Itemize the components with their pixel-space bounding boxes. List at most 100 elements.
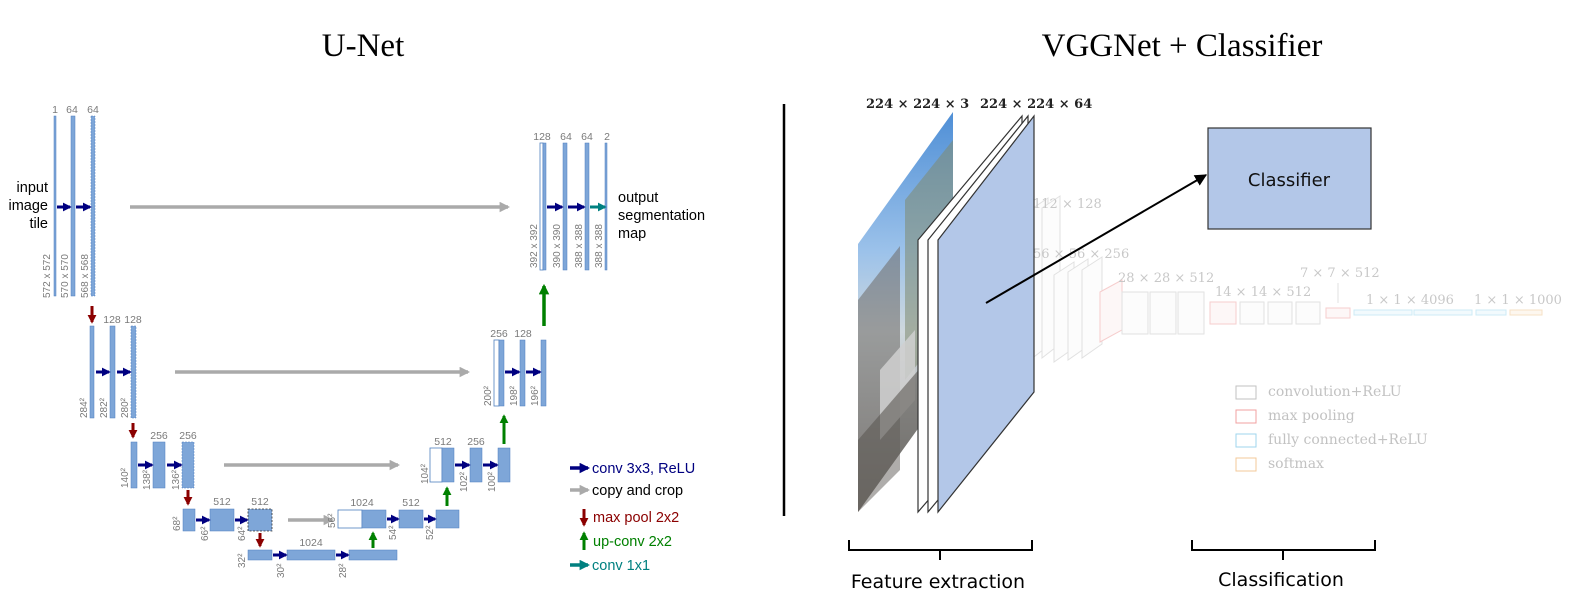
unet-output-label-2: segmentation [618,208,705,224]
legend-copy-label: copy and crop [592,483,683,499]
unet-l5-map-0 [247,549,273,561]
vgg-dim-conv5: 14 × 14 × 512 [1215,285,1311,300]
vgg-dim-fc2: 1 × 1 × 1000 [1474,293,1562,308]
unet-u2-up-map [498,339,505,407]
unet-l4-map-0 [182,508,196,532]
unet-l2-size-2: 282² [99,397,110,418]
unet-l2-map-0 [89,325,95,419]
vgg-legend-conv-swatch [1235,385,1257,400]
unet-u1-copy-map [539,142,544,271]
vgg-legend-fc-label: fully connected+ReLU [1268,432,1428,448]
unet-l1-size-1: 572 x 572 [42,254,53,298]
classification-bracket [1191,540,1376,560]
unet-l2-map-b [130,325,137,419]
unet-l4-size-1: 68² [172,516,183,531]
vgg-legend-conv-label: convolution+ReLU [1268,384,1402,400]
unet-l4-map-a [209,508,235,532]
vgg-dim-conv2: 112 × 128 [1033,197,1102,212]
unet-input-label-2: image [9,198,49,214]
unet-diagram: 1 64 64 572 x 572 570 x 570 568 x 568 in… [9,104,706,578]
conv1-feature-maps [917,114,1035,514]
unet-u4-size-1: 56² [327,513,338,528]
unet-l3-map-b [181,441,195,489]
classifier-box [1207,127,1372,230]
unet-u1-ch-1: 128 [533,131,551,143]
unet-l3-ch-1: 256 [150,430,168,442]
unet-u3-up-map [441,447,455,483]
unet-l1-size-2: 570 x 570 [60,254,71,298]
unet-l3-map-a [152,441,166,489]
unet-l4-ch-1: 512 [213,496,231,508]
unet-u4-size-3: 52² [425,525,436,540]
unet-u3-map-a [469,447,483,483]
vgg-legend: convolution+ReLU max pooling fully conne… [1235,384,1428,472]
unet-input-label-1: input [17,180,48,196]
unet-l3-map-0 [130,441,138,489]
unet-u3-copy-map [429,447,443,483]
vgg-legend-fc-swatch [1235,433,1257,448]
unet-l4-map-b [247,508,273,532]
unet-u1-up-map [542,142,547,271]
unet-u3-map-b [497,447,511,483]
unet-u2-size-2: 198² [509,385,520,406]
feature-to-classifier-arrow-icon [985,174,1208,304]
unet-u2-map-a [519,339,526,407]
unet-l5-size-1: 32² [237,553,248,568]
unet-u1-map-b [584,142,590,271]
unet-title: U-Net [322,28,404,64]
unet-u4-copy-map [337,509,363,529]
vgg-diagram: 112 × 128 56 × 56 × 256 28 × 28 × 512 14… [848,97,1562,593]
unet-l2-size-3: 280² [120,397,131,418]
unet-u2-ch-2: 128 [514,328,532,340]
classifier-label: Classifier [1248,170,1331,191]
unet-l2-map-a [109,325,116,419]
unet-u2-size-1: 200² [483,385,494,406]
unet-l1-size-3: 568 x 568 [80,254,91,298]
unet-input-label-3: tile [29,216,48,232]
unet-u3-ch-1: 512 [434,436,452,448]
unet-l5-map-a [286,549,336,561]
unet-u2-map-b [540,339,547,407]
unet-l1-ch-3: 64 [87,104,99,116]
unet-u3-size-3: 100² [487,471,498,492]
unet-u2-copy-map [493,339,500,407]
vgg-dim-conv4: 28 × 28 × 512 [1118,271,1214,286]
unet-u4-size-2: 54² [388,525,399,540]
unet-u1-ch-4: 2 [604,131,610,143]
vgg-title: VGGNet + Classifier [1042,28,1323,64]
vgg-legend-pool-swatch [1235,409,1257,424]
unet-u4-map-b [435,509,460,529]
unet-l5-size-3: 28² [338,563,349,578]
unet-legend: conv 3x3, ReLU copy and crop max pool 2x… [570,461,695,574]
unet-u4-ch-1: 1024 [350,497,374,509]
unet-l3-size-2: 138² [142,469,153,490]
classification-label: Classification [1218,569,1344,591]
unet-u1-ch-2: 64 [560,131,572,143]
legend-conv1x1-label: conv 1x1 [592,558,650,574]
legend-maxpool-label: max pool 2x2 [593,510,679,526]
unet-l1-ch-1: 1 [52,104,58,116]
unet-l4-ch-2: 512 [251,496,269,508]
unet-l4-size-2: 66² [200,526,211,541]
unet-u4-ch-2: 512 [402,497,420,509]
unet-u3-size-1: 104² [420,463,431,484]
vgg-dim-input: 224 × 224 × 3 [866,97,969,112]
vgg-dim-pool5: 7 × 7 × 512 [1300,266,1380,281]
unet-u1-ch-3: 64 [581,131,593,143]
unet-u1-size-1: 392 x 392 [529,224,540,268]
unet-u3-ch-2: 256 [467,436,485,448]
feature-extraction-bracket [848,540,1033,560]
unet-l1-map-a [70,115,76,297]
unet-output-label-1: output [618,190,658,206]
unet-l5-ch-1: 1024 [299,537,323,549]
unet-l1-ch-2: 64 [66,104,78,116]
unet-u1-size-4: 388 x 388 [594,224,605,268]
unet-output-label-3: map [618,226,646,242]
feature-extraction-label: Feature extraction [851,571,1025,593]
unet-u4-up-map [361,509,387,529]
unet-l2-ch-2: 128 [124,314,142,326]
vgg-dim-conv1: 224 × 224 × 64 [980,97,1092,112]
vgg-dim-fc1: 1 × 1 × 4096 [1366,293,1454,308]
unet-l3-size-1: 140² [120,467,131,488]
unet-l3-ch-2: 256 [179,430,197,442]
